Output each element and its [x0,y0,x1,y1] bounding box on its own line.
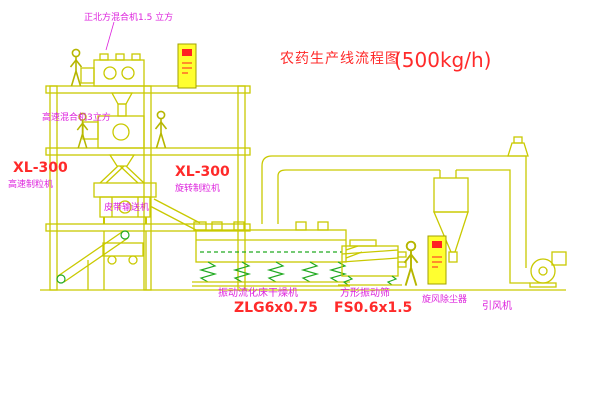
screen-outlet [397,261,407,268]
platform-beam-mid [45,147,251,156]
screen-outlet [397,251,407,258]
stack-cap [507,142,529,157]
dryer-port [233,221,245,231]
dryer-port [295,221,307,231]
cyclone-discharge [448,251,458,263]
label-top-mixer: 正北方混合机1.5 立方 [84,11,173,23]
label-dryer-name: 振动流化床干燥机 [218,286,298,299]
spring [386,275,398,286]
label-dryer-model: ZLG6x0.75 [234,300,318,316]
label-belt-conveyor: 皮带输送机 [104,201,149,213]
mixer-discharge-cone [110,92,134,105]
conveyor-roller [120,230,130,240]
y-chute-right [119,165,145,184]
diagram-title-capacity: (500kg/h) [394,48,491,72]
cyclone-inlet-drop [439,170,457,178]
conveyor-roller [56,274,66,284]
platform-structure [45,85,251,291]
belt-conveyor [56,230,130,290]
dryer-discharge-chute [345,245,363,259]
dryer-port [317,221,329,231]
panel-button [432,241,442,248]
spring [198,261,218,283]
y-chute-left [99,165,125,184]
mixer-motor [82,121,99,140]
mixer-motor [80,67,95,84]
label-high-speed-mixer: 高速混合机3立方 [42,111,111,123]
label-granulator-left-model: XL-300 [13,160,68,176]
label-fan: 引风机 [482,299,512,312]
collection-cart [102,242,144,257]
label-screen-name: 方形振动筛 [340,286,390,299]
worker-figure [69,48,83,87]
fluid-bed-dryer [192,221,363,287]
diagram-title: 农药生产线流程图 [280,51,400,67]
leader-line [105,21,115,51]
label-granulator-left-name: 高速制粒机 [8,178,53,190]
vibrating-screen [338,239,407,286]
granulator [93,182,157,290]
label-granulator-right-model: XL-300 [175,164,230,180]
control-panel-upper [177,43,197,89]
spring [300,261,320,283]
worker-figure [154,110,168,149]
exhaust-duct [261,136,530,284]
dryer-port [211,221,223,231]
platform-beam-low [45,223,251,232]
label-granulator-right-name: 旋转制粒机 [175,182,220,194]
structure-column [143,85,152,291]
mixer-discharge-cone [108,154,136,167]
dryer-feed-duct [149,198,207,231]
label-screen-model: FS0.6x1.5 [334,300,412,316]
spring [266,261,286,283]
fan-motor [551,251,567,266]
high-speed-mixer [82,115,145,184]
panel-button [182,49,192,56]
top-mixer [80,53,145,117]
induced-draft-fan [529,251,567,288]
label-cyclone: 旋风除尘器 [422,293,467,305]
spring [232,261,252,283]
structure-column [237,85,246,291]
spring [342,275,354,286]
control-panel-lower [427,235,447,285]
spring [328,261,348,283]
platform-beam-top [45,85,251,94]
